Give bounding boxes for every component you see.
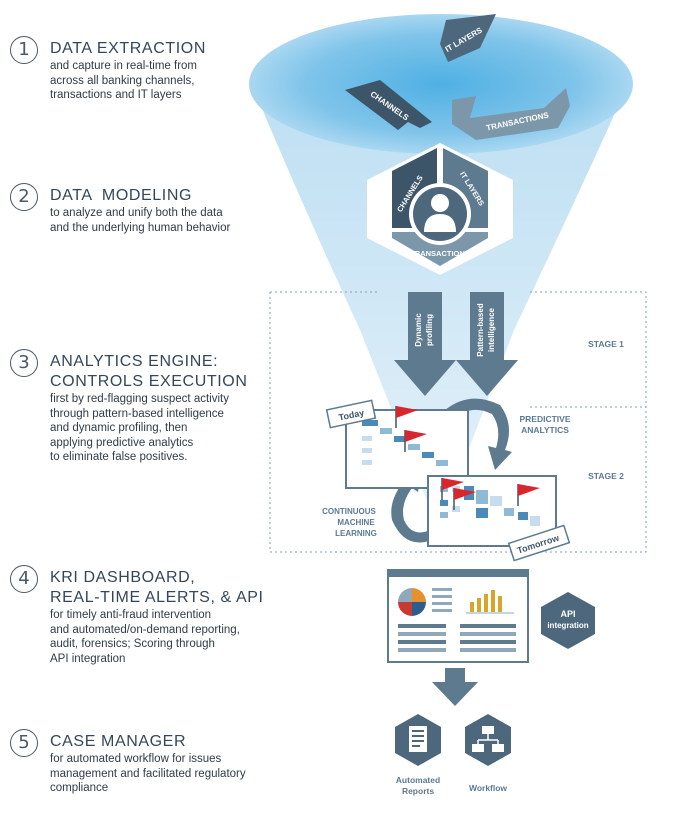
predictive-label: PREDICTIVE <box>519 414 570 424</box>
pattern-intelligence-arrow: Pattern-based intelligence <box>456 292 518 396</box>
desc-line: to eliminate false positives. <box>50 451 188 463</box>
step-number: 5 <box>10 729 38 757</box>
step-title: CASE MANAGER <box>50 733 187 750</box>
stage-1-label: STAGE 1 <box>588 339 624 349</box>
step-title: KRI DASHBOARD, REAL-TIME ALERTS, & API <box>50 568 264 608</box>
desc-line: and automated/on-demand reporting, <box>50 623 240 636</box>
api-label: API <box>560 609 575 619</box>
bar-chart-icon <box>466 590 514 614</box>
step-title: DATA MODELING <box>50 187 193 204</box>
desc-line: to analyze and unify both the data <box>50 207 223 219</box>
desc-line: and capture in real-time from <box>50 60 198 72</box>
pattern-label: Pattern-based <box>476 303 485 356</box>
kri-dashboard <box>387 569 529 663</box>
desc-line: and dynamic profiling, then <box>50 422 188 434</box>
today-tag: Today <box>325 399 377 429</box>
step-number: 1 <box>10 36 38 64</box>
analytics-label: ANALYTICS <box>521 425 569 435</box>
integration-label: integration <box>547 621 588 630</box>
pie-chart-icon <box>398 588 426 616</box>
stage-2-label: STAGE 2 <box>588 471 624 481</box>
desc-line: for automated workflow for issues <box>50 753 222 765</box>
profiling-label: profiling <box>425 314 434 346</box>
desc-line: API integration <box>50 652 126 665</box>
desc-line: compliance <box>50 782 109 794</box>
title-line: REAL-TIME ALERTS, & API <box>50 589 264 606</box>
hex-transactions-label: TRANSACTIONS <box>410 249 470 258</box>
red-flag-icon <box>517 484 540 506</box>
step-number: 4 <box>10 565 38 593</box>
desc-line: management and facilitated regulatory <box>50 767 246 780</box>
intelligence-label: intelligence <box>487 307 496 352</box>
funnel-mouth <box>249 14 633 154</box>
step-description: and capture in real-time from across all… <box>50 59 290 103</box>
step-description: for automated workflow for issues manage… <box>50 752 290 796</box>
stage-frames <box>269 291 647 553</box>
red-flag-icon <box>404 430 427 452</box>
step-description: for timely anti-fraud intervention and a… <box>50 608 290 666</box>
desc-line: across all banking channels, <box>50 74 195 87</box>
dynamic-label: Dynamic <box>414 313 423 347</box>
api-integration-badge: API integration <box>541 592 595 649</box>
workflow-icon <box>465 714 511 766</box>
step-title: ANALYTICS ENGINE: CONTROLS EXECUTION <box>50 352 248 392</box>
step-number: 2 <box>10 183 38 211</box>
workflow-label: Workflow <box>469 783 507 793</box>
desc-line: applying predictive analytics <box>50 436 194 449</box>
desc-line: and the underlying human behavior <box>50 221 231 234</box>
dynamic-profiling-arrow: Dynamic profiling <box>394 292 456 396</box>
desc-line: audit, forensics; Scoring through <box>50 638 215 650</box>
title-line: ANALYTICS ENGINE: <box>50 353 219 370</box>
step-description: first by red-flagging suspect activity t… <box>50 392 290 465</box>
continuous-label: CONTINUOUS <box>322 507 376 516</box>
predictive-loop-arrow <box>445 398 512 470</box>
automated-label: Automated <box>396 775 440 785</box>
desc-line: for timely anti-fraud intervention <box>50 609 212 621</box>
transactions-piece: TRANSACTIONS <box>452 88 570 140</box>
step-title: DATA EXTRACTION <box>50 40 206 57</box>
down-arrow-icon <box>432 668 478 706</box>
automated-reports-icon <box>395 714 441 766</box>
red-flag-icon <box>395 406 418 428</box>
red-flag-icon <box>453 488 476 510</box>
reports-label: Reports <box>402 786 434 796</box>
it-layers-piece: IT LAYERS <box>440 14 496 62</box>
step-description: to analyze and unify both the data and t… <box>50 206 290 235</box>
title-line: CONTROLS EXECUTION <box>50 373 248 390</box>
title-line: KRI DASHBOARD, <box>50 569 196 586</box>
step-number: 3 <box>10 349 38 377</box>
red-flag-icon <box>441 478 464 500</box>
machine-label: MACHINE <box>337 518 375 527</box>
desc-line: first by red-flagging suspect activity <box>50 393 229 405</box>
desc-line: through pattern-based intelligence <box>50 407 224 420</box>
desc-line: transactions and IT layers <box>50 89 182 101</box>
data-model-hexagon: CHANNELS IT LAYERS TRANSACTIONS <box>367 143 513 275</box>
learning-label: LEARNING <box>335 529 377 538</box>
